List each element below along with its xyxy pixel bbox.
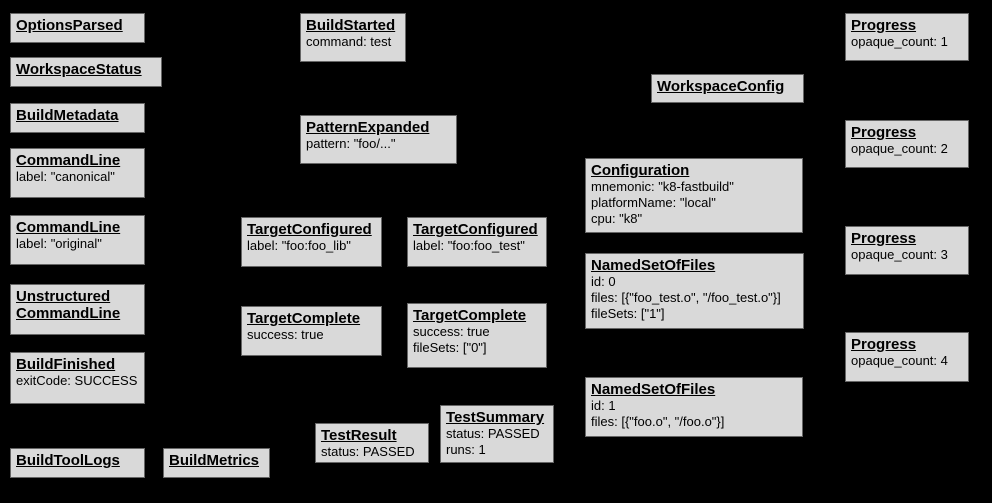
event-node-build-metadata: BuildMetadata: [10, 103, 145, 133]
node-title: CommandLine: [16, 219, 121, 236]
event-node-command-line-original: CommandLine label: "original": [10, 215, 145, 265]
node-title: BuildToolLogs: [16, 452, 120, 469]
node-detail: files: [{"foo_test.o", "/foo_test.o"}]: [591, 290, 781, 305]
node-title: NamedSetOfFiles: [591, 381, 716, 398]
node-title: OptionsParsed: [16, 17, 123, 34]
node-detail: opaque_count: 2: [851, 141, 948, 156]
event-node-target-complete-foo-test: TargetComplete success: true fileSets: […: [407, 303, 547, 368]
event-node-target-complete-foo-lib: TargetComplete success: true: [241, 306, 382, 356]
node-title: Progress: [851, 230, 917, 247]
node-title: BuildMetadata: [16, 107, 119, 124]
event-node-progress-1: Progress opaque_count: 1: [845, 13, 969, 61]
node-detail: exitCode: SUCCESS: [16, 373, 138, 388]
node-detail: fileSets: ["0"]: [413, 340, 487, 355]
node-title: TargetConfigured: [247, 221, 372, 238]
event-node-options-parsed: OptionsParsed: [10, 13, 145, 43]
node-title: TestResult: [321, 427, 397, 444]
node-title: CommandLine: [16, 152, 121, 169]
node-title: CommandLine: [16, 305, 121, 322]
node-detail: opaque_count: 3: [851, 247, 948, 262]
node-title: Configuration: [591, 162, 690, 179]
node-title: BuildStarted: [306, 17, 396, 34]
event-node-workspace-status: WorkspaceStatus: [10, 57, 162, 87]
node-detail: cpu: "k8": [591, 211, 643, 226]
node-detail: label: "original": [16, 236, 102, 251]
node-detail: id: 1: [591, 398, 616, 413]
node-title: TestSummary: [446, 409, 545, 426]
node-detail: fileSets: ["1"]: [591, 306, 665, 321]
event-node-unstructured-command-line: Unstructured CommandLine: [10, 284, 145, 335]
node-detail: success: true: [413, 324, 490, 339]
node-title: WorkspaceStatus: [16, 61, 142, 78]
node-detail: pattern: "foo/...": [306, 136, 396, 151]
event-node-target-configured-foo-test: TargetConfigured label: "foo:foo_test": [407, 217, 547, 267]
node-title: TargetComplete: [247, 310, 361, 327]
node-detail: label: "foo:foo_lib": [247, 238, 351, 253]
event-node-pattern-expanded: PatternExpanded pattern: "foo/...": [300, 115, 457, 164]
node-detail: files: [{"foo.o", "/foo.o"}]: [591, 414, 725, 429]
node-detail: opaque_count: 4: [851, 353, 948, 368]
node-detail: label: "foo:foo_test": [413, 238, 525, 253]
node-detail: platformName: "local": [591, 195, 716, 210]
event-node-test-summary: TestSummary status: PASSED runs: 1: [440, 405, 554, 463]
event-node-progress-2: Progress opaque_count: 2: [845, 120, 969, 168]
node-detail: id: 0: [591, 274, 616, 289]
event-node-progress-4: Progress opaque_count: 4: [845, 332, 969, 382]
node-title: WorkspaceConfig: [657, 78, 785, 95]
event-node-build-tool-logs: BuildToolLogs: [10, 448, 145, 478]
event-node-named-set-of-files-0: NamedSetOfFiles id: 0 files: [{"foo_test…: [585, 253, 804, 329]
event-node-workspace-config: WorkspaceConfig: [651, 74, 804, 103]
event-node-command-line-canonical: CommandLine label: "canonical": [10, 148, 145, 198]
node-detail: runs: 1: [446, 442, 486, 457]
node-detail: status: PASSED: [321, 444, 415, 459]
node-title: TargetConfigured: [413, 221, 538, 238]
node-title: NamedSetOfFiles: [591, 257, 716, 274]
node-detail: status: PASSED: [446, 426, 540, 441]
node-detail: label: "canonical": [16, 169, 115, 184]
event-node-configuration: Configuration mnemonic: "k8-fastbuild" p…: [585, 158, 803, 233]
node-title: BuildFinished: [16, 356, 116, 373]
node-title: Unstructured: [16, 288, 111, 305]
event-node-named-set-of-files-1: NamedSetOfFiles id: 1 files: [{"foo.o", …: [585, 377, 803, 437]
node-title: Progress: [851, 336, 917, 353]
node-title: TargetComplete: [413, 307, 527, 324]
node-detail: mnemonic: "k8-fastbuild": [591, 179, 734, 194]
node-title: BuildMetrics: [169, 452, 260, 469]
event-node-progress-3: Progress opaque_count: 3: [845, 226, 969, 275]
node-title: PatternExpanded: [306, 119, 430, 136]
node-title: Progress: [851, 124, 917, 141]
node-detail: command: test: [306, 34, 392, 49]
event-node-build-finished: BuildFinished exitCode: SUCCESS: [10, 352, 145, 404]
event-node-target-configured-foo-lib: TargetConfigured label: "foo:foo_lib": [241, 217, 382, 267]
node-detail: opaque_count: 1: [851, 34, 948, 49]
event-node-build-started: BuildStarted command: test: [300, 13, 406, 62]
node-title: Progress: [851, 17, 917, 34]
node-detail: success: true: [247, 327, 324, 342]
event-node-build-metrics: BuildMetrics: [163, 448, 270, 478]
event-node-test-result: TestResult status: PASSED: [315, 423, 429, 463]
